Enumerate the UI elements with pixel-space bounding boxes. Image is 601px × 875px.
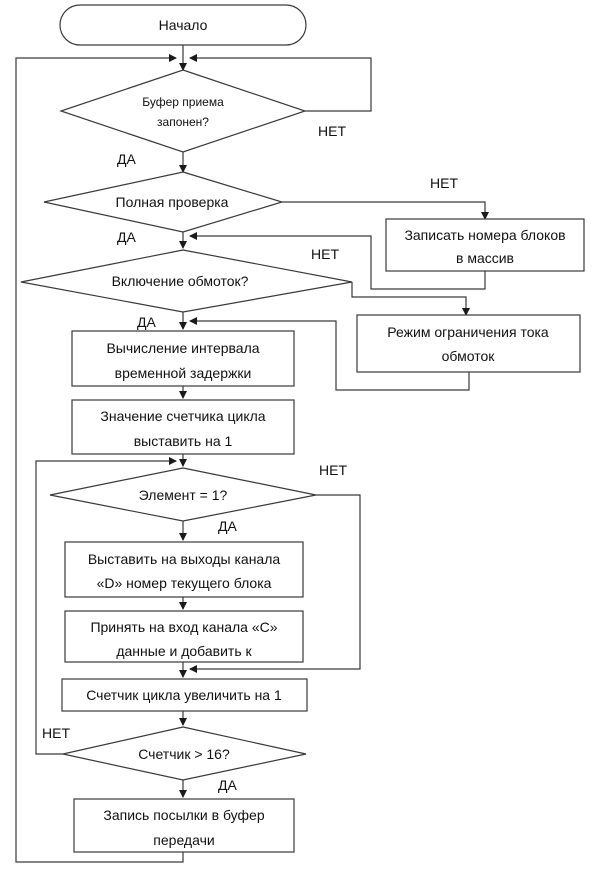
node-element-eq-1-text: Элемент = 1? <box>139 487 228 503</box>
node-write-blocks-line2: в массив <box>456 250 514 266</box>
node-counter-gt-16: Счетчик > 16? <box>62 726 307 781</box>
edge-writeblocks-return <box>189 232 486 290</box>
node-counter-gt-16-text: Счетчик > 16? <box>138 746 230 762</box>
node-start: Начало <box>59 4 307 46</box>
node-output-d-line2: «D» номер текущего блока <box>97 575 272 591</box>
node-write-blocks-line1: Записать номера блоков <box>404 227 565 243</box>
node-set-counter-line1: Значение счетчика цикла <box>100 408 265 424</box>
edge-currentlimit-return <box>189 317 470 391</box>
node-set-counter: Значение счетчика цикла выставить на 1 <box>71 399 295 455</box>
node-calc-interval: Вычисление интервала временной задержки <box>71 330 295 387</box>
edge-windings-no <box>351 282 470 316</box>
node-write-blocks: Записать номера блоков в массив <box>385 218 585 272</box>
label-fullcheck-yes: ДА <box>117 229 136 245</box>
edge-element-no <box>189 494 361 673</box>
connectors <box>15 45 489 863</box>
label-buffer-no: НЕТ <box>318 123 346 139</box>
node-write-packet: Запись посылки в буфер передачи <box>73 798 295 853</box>
label-windings-no: НЕТ <box>311 246 339 262</box>
edge-packet-loop <box>15 54 184 863</box>
label-buffer-yes: ДА <box>117 151 136 167</box>
node-write-packet-line2: передачи <box>153 832 214 848</box>
node-windings-on-text: Включение обмоток? <box>112 273 249 289</box>
node-buffer-full: Буфер приема запонен? <box>59 69 307 153</box>
node-inc-counter: Счетчик цикла увеличить на 1 <box>61 678 308 712</box>
label-windings-yes: ДА <box>137 314 156 330</box>
node-windings-on: Включение обмоток? <box>20 249 353 313</box>
node-full-check-text: Полная проверка <box>116 194 229 210</box>
node-output-d-line1: Выставить на выходы канала <box>88 551 281 567</box>
node-calc-interval-line2: временной задержки <box>115 365 252 381</box>
node-input-c-line1: Принять на вход канала «С» <box>90 619 277 635</box>
label-counter-no: НЕТ <box>42 725 70 741</box>
node-current-limit-line1: Режим ограничения тока <box>387 324 549 340</box>
node-start-text: Начало <box>159 17 208 33</box>
node-buffer-full-line2: запонен? <box>157 115 209 129</box>
node-output-d: Выставить на выходы канала «D» номер тек… <box>64 541 304 598</box>
node-calc-interval-line1: Вычисление интервала <box>106 340 259 356</box>
label-element-yes: ДА <box>218 518 237 534</box>
node-element-eq-1: Элемент = 1? <box>49 467 317 522</box>
edge-fullcheck-no <box>282 201 489 220</box>
node-current-limit: Режим ограничения тока обмоток <box>356 314 581 373</box>
node-inc-counter-text: Счетчик цикла увеличить на 1 <box>86 687 282 703</box>
node-full-check: Полная проверка <box>43 171 285 233</box>
node-write-packet-line1: Запись посылки в буфер <box>103 807 264 823</box>
node-buffer-full-line1: Буфер приема <box>142 95 224 109</box>
edge-buffer-no-loop <box>189 54 372 112</box>
label-element-no: НЕТ <box>319 462 347 478</box>
node-input-c-line2: данные и добавить к <box>116 643 252 659</box>
label-fullcheck-no: НЕТ <box>430 175 458 191</box>
edge-counter-no-loop <box>35 457 177 755</box>
node-current-limit-line2: обмоток <box>442 348 496 364</box>
label-counter-yes: ДА <box>218 777 237 793</box>
node-input-c: Принять на вход канала «С» данные и доба… <box>64 610 304 663</box>
node-set-counter-line2: выставить на 1 <box>134 433 233 449</box>
